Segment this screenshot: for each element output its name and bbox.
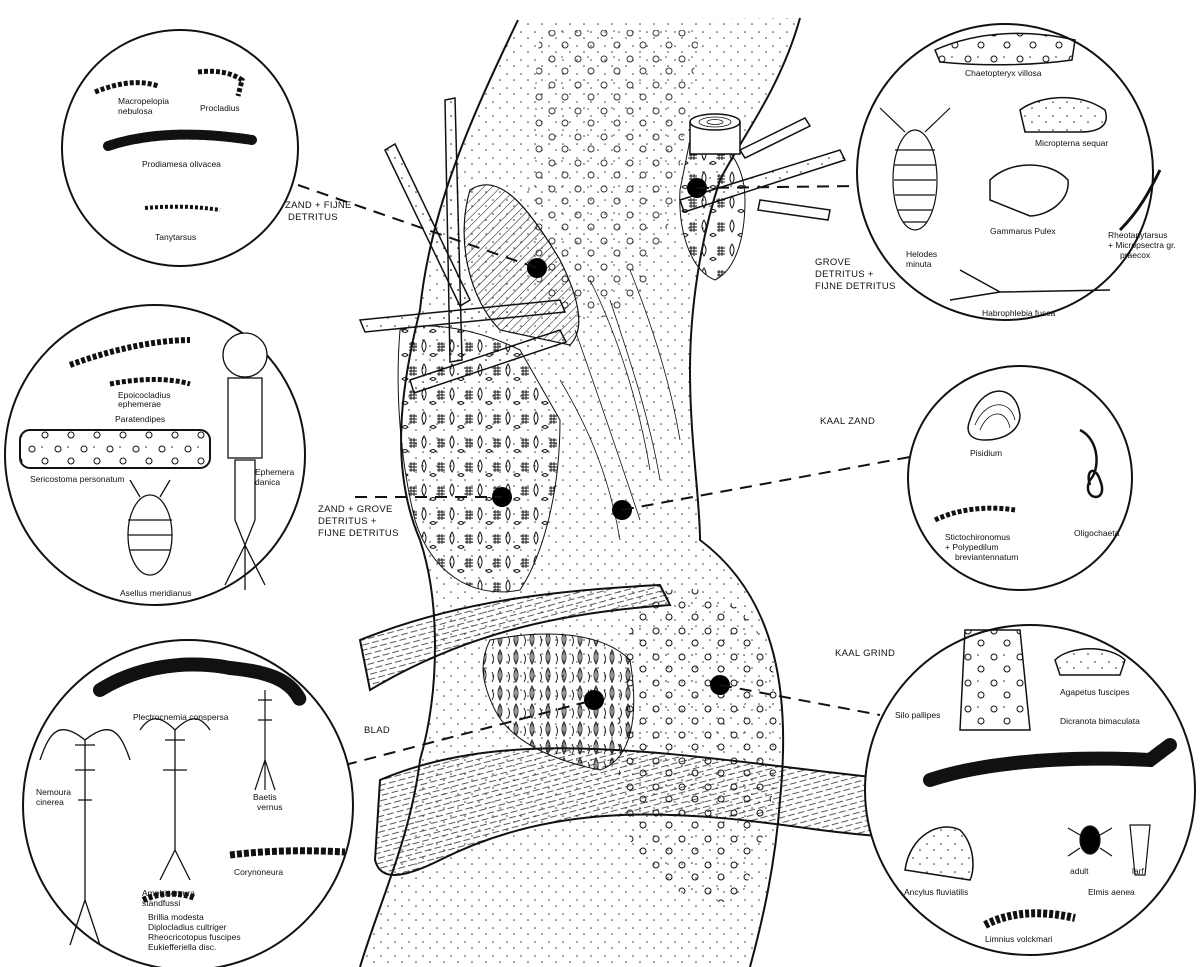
zone-label-mixed-2: DETRITUS + bbox=[318, 516, 377, 527]
label-elmis-larva: larf bbox=[1132, 866, 1144, 876]
label-brillia-3: Rheocricotopus fuscipes bbox=[148, 932, 241, 942]
circle-leaf-fauna: Plectrocnemia conspersa Nemoura cinerea … bbox=[23, 640, 353, 967]
agapetus-case-drawing bbox=[1055, 649, 1125, 675]
silo-case-drawing bbox=[960, 630, 1030, 730]
label-baetis-1: Baetis bbox=[253, 792, 277, 802]
label-corynoneura: Corynoneura bbox=[234, 867, 283, 877]
circle-fine-detritus-fauna: Macropelopia nebulosa Procladius Prodiam… bbox=[62, 30, 298, 266]
label-nemoura-2: cinerea bbox=[36, 797, 64, 807]
svg-text:GROVEDETRITUS +FIJNE DETRITUS: GROVEDETRITUS +FIJNE DETRITUS bbox=[815, 257, 896, 292]
label-procladius: Procladius bbox=[200, 103, 240, 113]
label-sericostoma: Sericostoma personatum bbox=[30, 474, 125, 484]
label-elmis: Elmis aenea bbox=[1088, 887, 1135, 897]
label-dicranota: Dicranota bimaculata bbox=[1060, 716, 1140, 726]
micropterna-case-drawing bbox=[1020, 98, 1106, 132]
sample-point-fine-detritus bbox=[527, 258, 547, 278]
zone-label-grove-3: FIJNE DETRITUS bbox=[815, 281, 896, 292]
circle-mixed-detritus-fauna: Epoicocladius ephemerae Paratendipes Ser… bbox=[5, 305, 305, 605]
label-helodes-1: Helodes bbox=[906, 249, 937, 259]
label-gammarus: Gammarus Pulex bbox=[990, 226, 1056, 236]
label-brillia-4: Eukiefferiella disc. bbox=[148, 942, 216, 952]
label-chaetopteryx: Chaetopteryx villosa bbox=[965, 68, 1042, 78]
label-plectrocnemia: Plectrocnemia conspersa bbox=[133, 712, 229, 722]
zone-label-grove-1: GROVE bbox=[815, 257, 851, 268]
label-asellus: Asellus meridianus bbox=[120, 588, 191, 598]
label-agapetus: Agapetus fuscipes bbox=[1060, 687, 1129, 697]
label-paratendipes: Paratendipes bbox=[115, 414, 165, 424]
label-amphinemura-2: standfussi bbox=[142, 898, 180, 908]
label-macropelopia-2: nebulosa bbox=[118, 106, 153, 116]
zone-label-kaal-zand: KAAL ZAND bbox=[820, 416, 875, 427]
label-baetis-2: vernus bbox=[257, 802, 283, 812]
label-prodiamesa: Prodiamesa olivacea bbox=[142, 159, 221, 169]
zone-label-kaal-grind: KAAL GRIND bbox=[835, 648, 895, 659]
circle-bare-gravel-fauna: Silo pallipes Agapetus fuscipes Dicranot… bbox=[865, 625, 1195, 955]
label-stictochironomus-3: breviantennatum bbox=[955, 552, 1018, 562]
label-helodes-2: minuta bbox=[906, 259, 932, 269]
label-macropelopia-1: Macropelopia bbox=[118, 96, 169, 106]
label-amphinemura-1: Amphinemura bbox=[142, 888, 195, 898]
label-rheotanytarsus-3: praecox bbox=[1120, 250, 1151, 260]
label-rheotanytarsus-1: Rheotanytarsus bbox=[1108, 230, 1168, 240]
zone-label-zand-fijne-2: DETRITUS bbox=[288, 212, 338, 223]
zone-label-blad: BLAD bbox=[364, 725, 390, 736]
log-stump bbox=[690, 114, 740, 154]
sericostoma-case-drawing bbox=[20, 430, 210, 468]
sample-point-leaf bbox=[584, 690, 604, 710]
label-ephemera-1: Ephemera bbox=[255, 467, 294, 477]
label-epoicocladius-2: ephemerae bbox=[118, 399, 161, 409]
bare-gravel-zone bbox=[618, 589, 778, 902]
label-habrophlebia: Habrophlebia fusca bbox=[982, 308, 1056, 318]
label-pisidium: Pisidium bbox=[970, 448, 1002, 458]
zone-label-zand-fijne-1: ZAND + FIJNE bbox=[285, 200, 352, 211]
label-tanytarsus: Tanytarsus bbox=[155, 232, 196, 242]
circle-bare-sand-fauna: Pisidium Oligochaeta Stictochironomus + … bbox=[908, 366, 1132, 590]
label-silo: Silo pallipes bbox=[895, 710, 940, 720]
label-micropterna: Micropterna sequar bbox=[1035, 138, 1108, 148]
label-rheotanytarsus-2: + Micropsectra gr. bbox=[1108, 240, 1176, 250]
label-brillia-2: Diplocladius cultriger bbox=[148, 922, 227, 932]
label-stictochironomus-2: + Polypedilum bbox=[945, 542, 999, 552]
label-elmis-adult: adult bbox=[1070, 866, 1089, 876]
label-ephemera-2: danica bbox=[255, 477, 280, 487]
label-limnius: Limnius volckmari bbox=[985, 934, 1053, 944]
label-oligochaeta: Oligochaeta bbox=[1074, 528, 1120, 538]
label-brillia-1: Brillia modesta bbox=[148, 912, 204, 922]
label-nemoura-1: Nemoura bbox=[36, 787, 71, 797]
zone-label-grove-2: DETRITUS + bbox=[815, 269, 874, 280]
label-ancylus: Ancylus fluviatilis bbox=[904, 887, 968, 897]
label-stictochironomus-1: Stictochironomus bbox=[945, 532, 1010, 542]
zone-label-mixed-1: ZAND + GROVE bbox=[318, 504, 393, 515]
circle-coarse-detritus-fauna: Chaetopteryx villosa Micropterna sequar … bbox=[857, 24, 1176, 320]
zone-label-mixed-3: FIJNE DETRITUS bbox=[318, 528, 399, 539]
